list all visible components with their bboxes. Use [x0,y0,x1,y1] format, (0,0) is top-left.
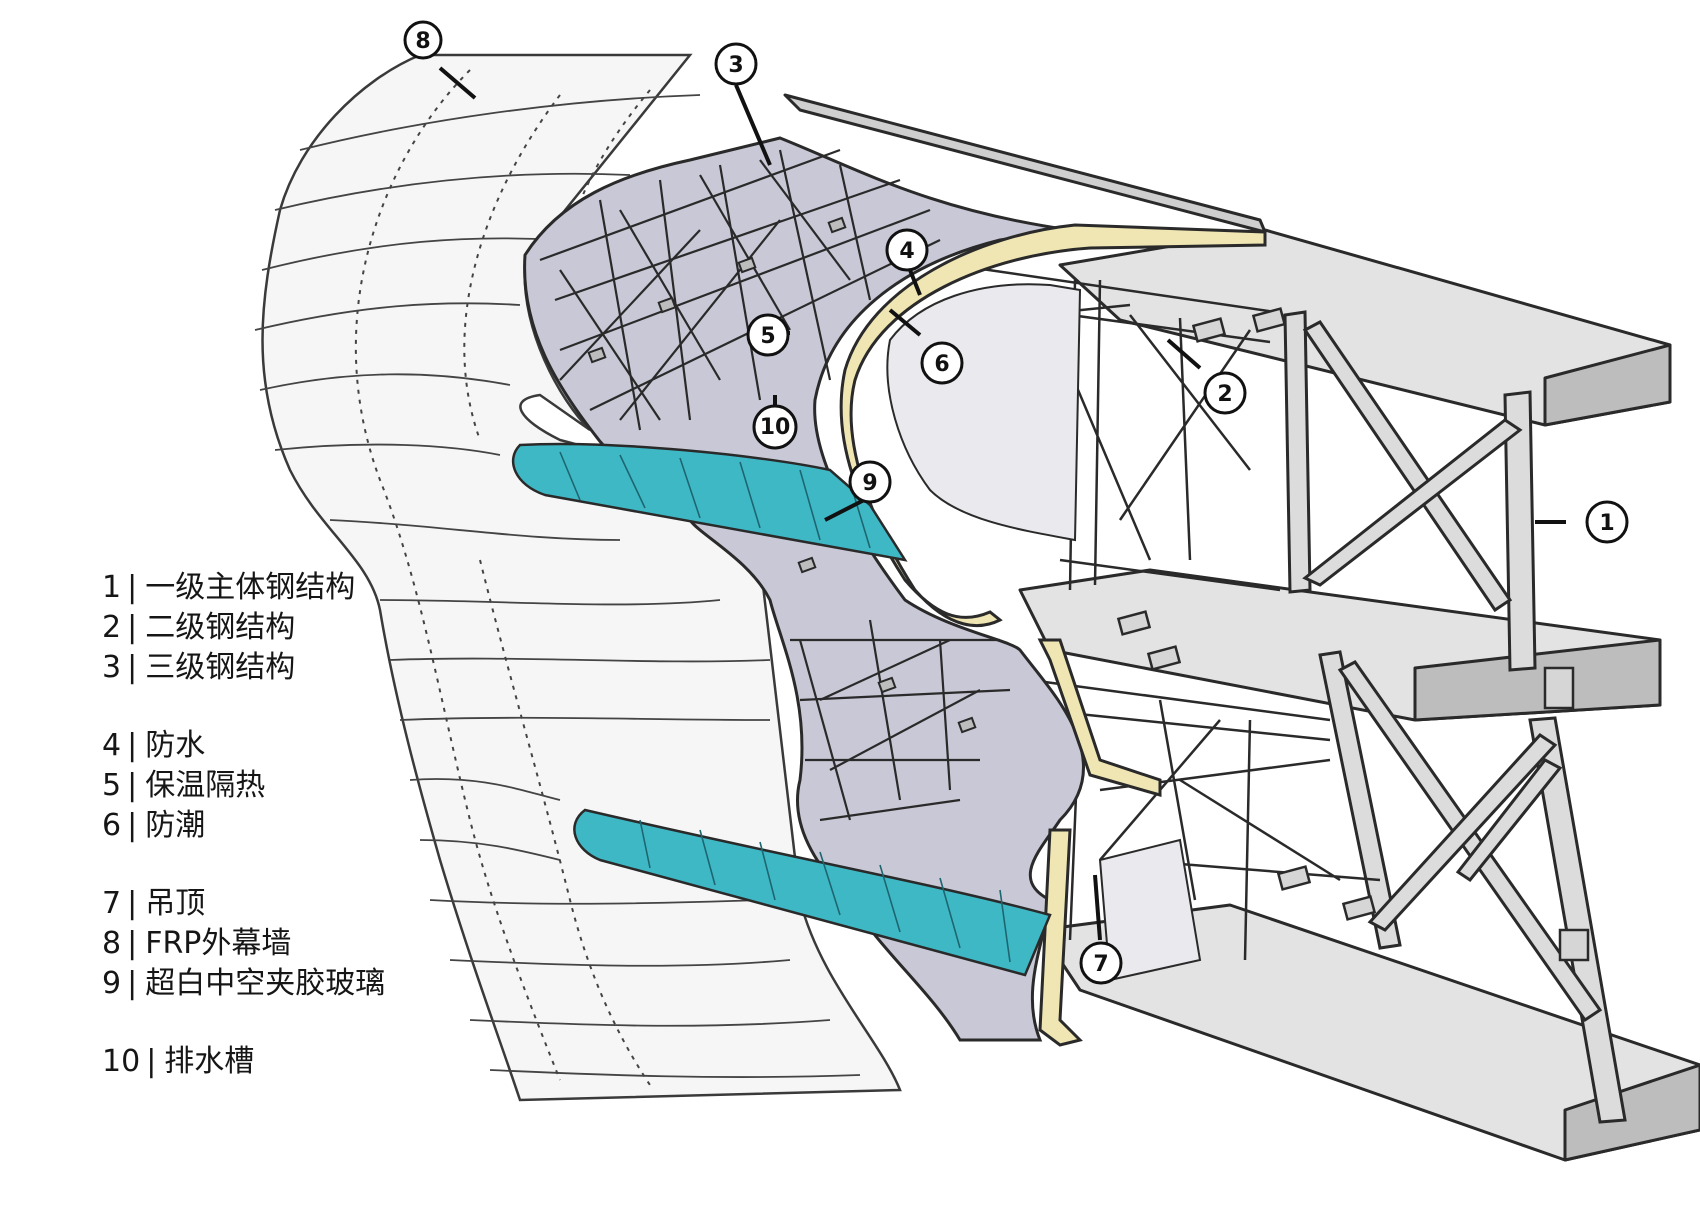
svg-text:8: 8 [415,29,430,54]
legend-item-7: 7|吊顶 [102,886,206,921]
legend: 1|一级主体钢结构 2|二级钢结构 3|三级钢结构 4|防水 5|保温隔热 6|… [102,568,385,1082]
callout-10: 10 [752,404,798,450]
legend-item-3: 3|三级钢结构 [102,650,296,685]
svg-text:5: 5 [760,324,775,349]
legend-item-8: 8|FRP外幕墙 [102,926,292,961]
floor-slab-bottom-face [1563,1063,1700,1162]
legend-item-5: 5|保温隔热 [102,768,266,803]
callout-7: 7 [1079,941,1123,985]
svg-text:6: 6 [934,352,949,377]
svg-text:9: 9 [862,471,877,496]
floor-slab-middle-face [1413,638,1662,722]
legend-item-10: 10|排水槽 [102,1044,255,1079]
secondary-steel-structure [959,266,1590,962]
callout-6: 6 [920,341,964,385]
svg-text:7: 7 [1093,952,1108,977]
glass-panel-upper [511,442,908,562]
callout-1: 1 [1585,500,1629,544]
frp-upper-shell [261,53,902,1102]
svg-text:1: 1 [1599,511,1614,536]
floor-slab-bottom [1038,903,1700,1162]
callout-9: 9 [848,460,892,504]
legend-item-4: 4|防水 [102,728,206,763]
svg-text:3: 3 [728,53,743,78]
glass-panels [511,442,1052,977]
callout-2: 2 [1203,371,1247,415]
primary-steel-structure [783,93,1700,1162]
waterproof-strip [839,223,1267,1047]
callout-8: 8 [403,20,443,60]
callout-5: 5 [746,313,790,357]
svg-text:2: 2 [1217,382,1232,407]
legend-item-9: 9|超白中空夹胶玻璃 [102,966,386,1001]
primary-steel-frame [1283,310,1627,1124]
legend-item-6: 6|防潮 [102,808,206,843]
floor-slab-top-face [1543,343,1672,427]
svg-text:10: 10 [760,415,791,440]
frp-curtain-wall [254,53,902,1102]
legend-item-1: 1|一级主体钢结构 [102,570,356,605]
callout-3: 3 [714,42,758,86]
svg-text:4: 4 [899,239,914,264]
glass-panel-lower [573,808,1052,977]
callout-4: 4 [885,228,929,272]
legend-item-2: 2|二级钢结构 [102,610,296,645]
